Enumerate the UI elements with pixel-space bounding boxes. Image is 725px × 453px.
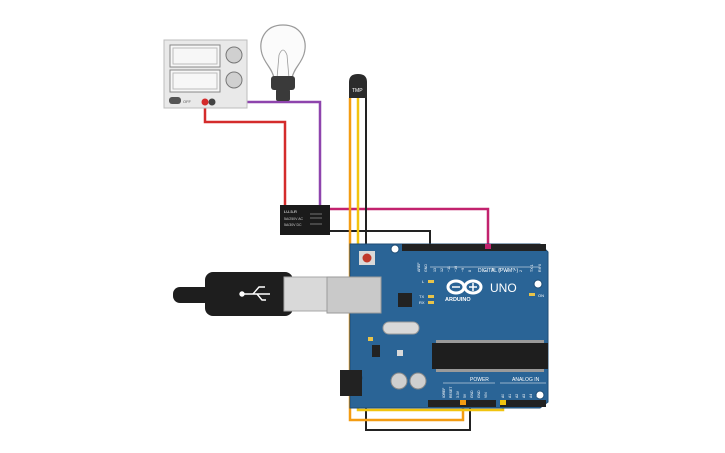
pin-label: GND [477,390,481,398]
led-tx [428,295,434,298]
power-label: POWER [470,377,489,383]
analog-header[interactable] [500,400,546,407]
current-display [169,69,221,93]
pin-label: A0 [501,394,505,398]
pin-label: GND [470,390,474,398]
pin-label: 5V [463,393,467,398]
wire-magenta[interactable] [330,207,490,246]
relay-rating-2: 5A/30V DC [284,223,302,227]
voltage-regulator [372,345,380,357]
light-bulb[interactable] [260,24,306,101]
usb-chip [398,293,412,307]
digital-header[interactable] [402,244,546,251]
off-label: OFF [183,99,192,104]
pin-label: ~9 [461,268,465,272]
pin-label: A3 [522,394,526,398]
on-label: ON [538,293,544,298]
relay-part-label: LU-5-R [284,209,297,214]
usb-jack [326,276,382,314]
pin-label: 12 [440,268,444,272]
pin-label: A5 [536,394,540,398]
pin-label: 13 [433,268,437,272]
power-pin-labels: IOREF RESET 3.3V 5V GND GND VIN [442,387,488,398]
pin-label: IOREF [442,388,446,398]
small-component [368,337,373,341]
led-rx [428,301,434,304]
pin-label: ~5 [498,268,502,272]
positive-terminal[interactable] [201,98,209,106]
pin-label: ~11 [447,266,451,272]
temperature-sensor[interactable]: TMP [349,74,367,98]
capacitor [409,372,427,390]
pin-label: 3.3V [456,390,460,398]
wire-endpoints [427,244,506,405]
microcontroller-chip [432,343,548,369]
dc-power-jack [340,370,362,396]
current-knob[interactable] [225,71,243,89]
usb-cable[interactable] [173,272,329,316]
sensor-label: TMP [352,88,363,94]
wire-relay-black[interactable] [330,230,431,246]
led-l [428,280,434,283]
usb-icon [239,286,270,301]
arduino-logo-icon [446,279,483,295]
wire-red[interactable] [203,102,287,210]
analog-pin-labels: A0 A1 A2 A3 A4 A5 [501,394,540,398]
model-label: UNO [490,281,517,295]
digital-pin-labels: AREF GND 13 12 ~11 ~10 ~9 8 7 ~6 ~5 4 ~3… [417,262,542,272]
pin-label: AREF [417,262,421,272]
pin-label: GND [424,264,428,272]
relay-rating-1: 5A/250V AC [284,217,304,221]
led-label-tx: TX [419,294,424,299]
pin-label: A1 [508,394,512,398]
power-switch[interactable] [169,97,181,104]
pin-label: RESET [449,387,453,398]
voltage-display [169,44,221,68]
analog-label: ANALOG IN [512,377,540,383]
pin-label: 4 [505,270,509,272]
wire-purple[interactable] [212,100,322,210]
brand-label: ARDUINO [445,297,471,303]
pin-label: ~6 [491,268,495,272]
pin-label: 2 [519,270,523,272]
status-leds: L TX RX ON [419,279,544,305]
pin-label: ~10 [454,266,458,272]
led-label-l: L [422,279,425,284]
capacitor [390,372,408,390]
mount-hole [390,244,400,254]
power-supply[interactable]: OFF [163,39,248,109]
voltage-knob[interactable] [225,46,243,64]
pin-label: VIN [484,392,488,398]
pin-label: A4 [529,394,533,398]
pin-label: 8 [468,270,472,272]
pin-label: RX 0 [538,264,542,272]
arduino-uno[interactable]: AREF GND 13 12 ~11 ~10 ~9 8 7 ~6 ~5 4 ~3… [326,243,549,409]
reset-button-small[interactable] [397,350,403,356]
led-label-rx: RX [419,300,425,305]
mount-hole [535,390,545,400]
negative-terminal[interactable] [208,98,216,106]
led-on [529,293,535,296]
pin-label: 7 [484,270,488,272]
pin-label: ~3 [512,268,516,272]
relay[interactable]: LU-5-R 5A/250V AC 5A/30V DC [280,205,330,235]
pin-label: A2 [515,394,519,398]
crystal [382,321,420,335]
digital-label: DIGITAL (PWM ~) [478,268,518,274]
pin-label: TX 1 [530,264,534,272]
chip-pins [436,340,544,372]
mount-hole [533,279,543,289]
